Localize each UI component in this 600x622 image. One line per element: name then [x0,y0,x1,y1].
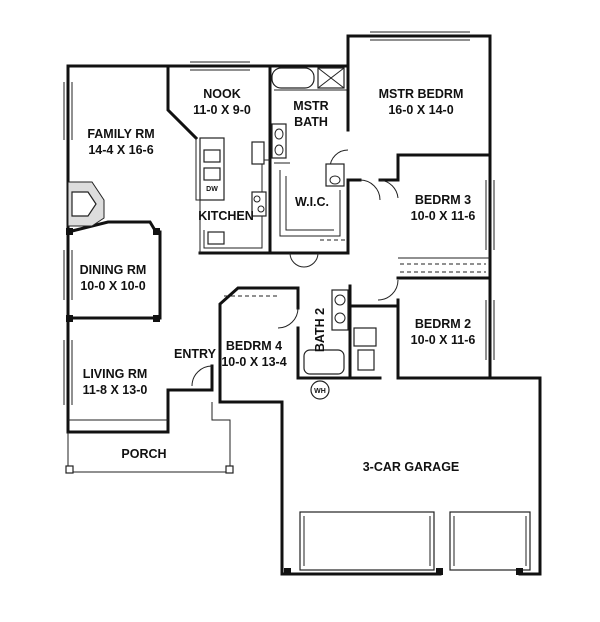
master-bedroom-name: MSTR BEDRM [379,87,464,101]
porch-name: PORCH [121,447,166,461]
bath2-name: BATH 2 [313,308,327,352]
water-heater-icon: WH [310,380,330,400]
closets [224,239,486,297]
dining-room-name: DINING RM [80,263,147,277]
entry-name: ENTRY [174,347,217,361]
family-room-dims: 14-4 X 16-6 [88,143,153,157]
laundry-icon [357,349,375,371]
exterior-walls [66,34,542,576]
bath2-fixtures [303,289,377,375]
bedroom4-name: BEDRM 4 [226,339,282,353]
columns [66,228,160,322]
porch [65,402,234,474]
nook-dims: 11-0 X 9-0 [193,103,251,117]
kitchen-name: KITCHEN [198,209,254,223]
dishwasher-label: DW [206,186,218,193]
living-room-dims: 11-8 X 13-0 [83,383,148,397]
kitchen-counters: DW [195,137,270,253]
master-bedroom-dims: 16-0 X 14-0 [388,103,453,117]
nook-name: NOOK [203,87,241,101]
fireplace-icon [67,181,105,227]
linen-icon [353,327,377,347]
bedroom3-dims: 10-0 X 11-6 [411,209,476,223]
bedroom4-dims: 10-0 X 13-4 [221,355,286,369]
living-room-name: LIVING RM [83,367,148,381]
bedroom3-name: BEDRM 3 [415,193,471,207]
walk-in-closet-name: W.I.C. [295,195,329,209]
bedroom2-dims: 10-0 X 11-6 [411,333,476,347]
master-bath-line2: BATH [294,115,328,129]
bedroom2-name: BEDRM 2 [415,317,471,331]
water-heater-label: WH [314,388,326,395]
garage-doors [284,511,531,575]
master-bath-line1: MSTR [293,99,328,113]
bathtub-icon [271,67,315,89]
range-icon [251,191,267,217]
bath2-tub-icon [303,349,345,375]
room-labels: FAMILY RM 14-4 X 16-6 NOOK 11-0 X 9-0 MS… [80,87,476,474]
family-room-name: FAMILY RM [87,127,154,141]
master-bath-fixtures [271,67,345,237]
dining-room-dims: 10-0 X 10-0 [80,279,145,293]
garage-name: 3-CAR GARAGE [363,460,460,474]
doors [191,149,399,387]
windows [63,31,495,405]
toilet-icon [325,163,345,187]
bath2-vanity-icon [331,289,349,331]
dishwasher-icon [203,167,221,181]
